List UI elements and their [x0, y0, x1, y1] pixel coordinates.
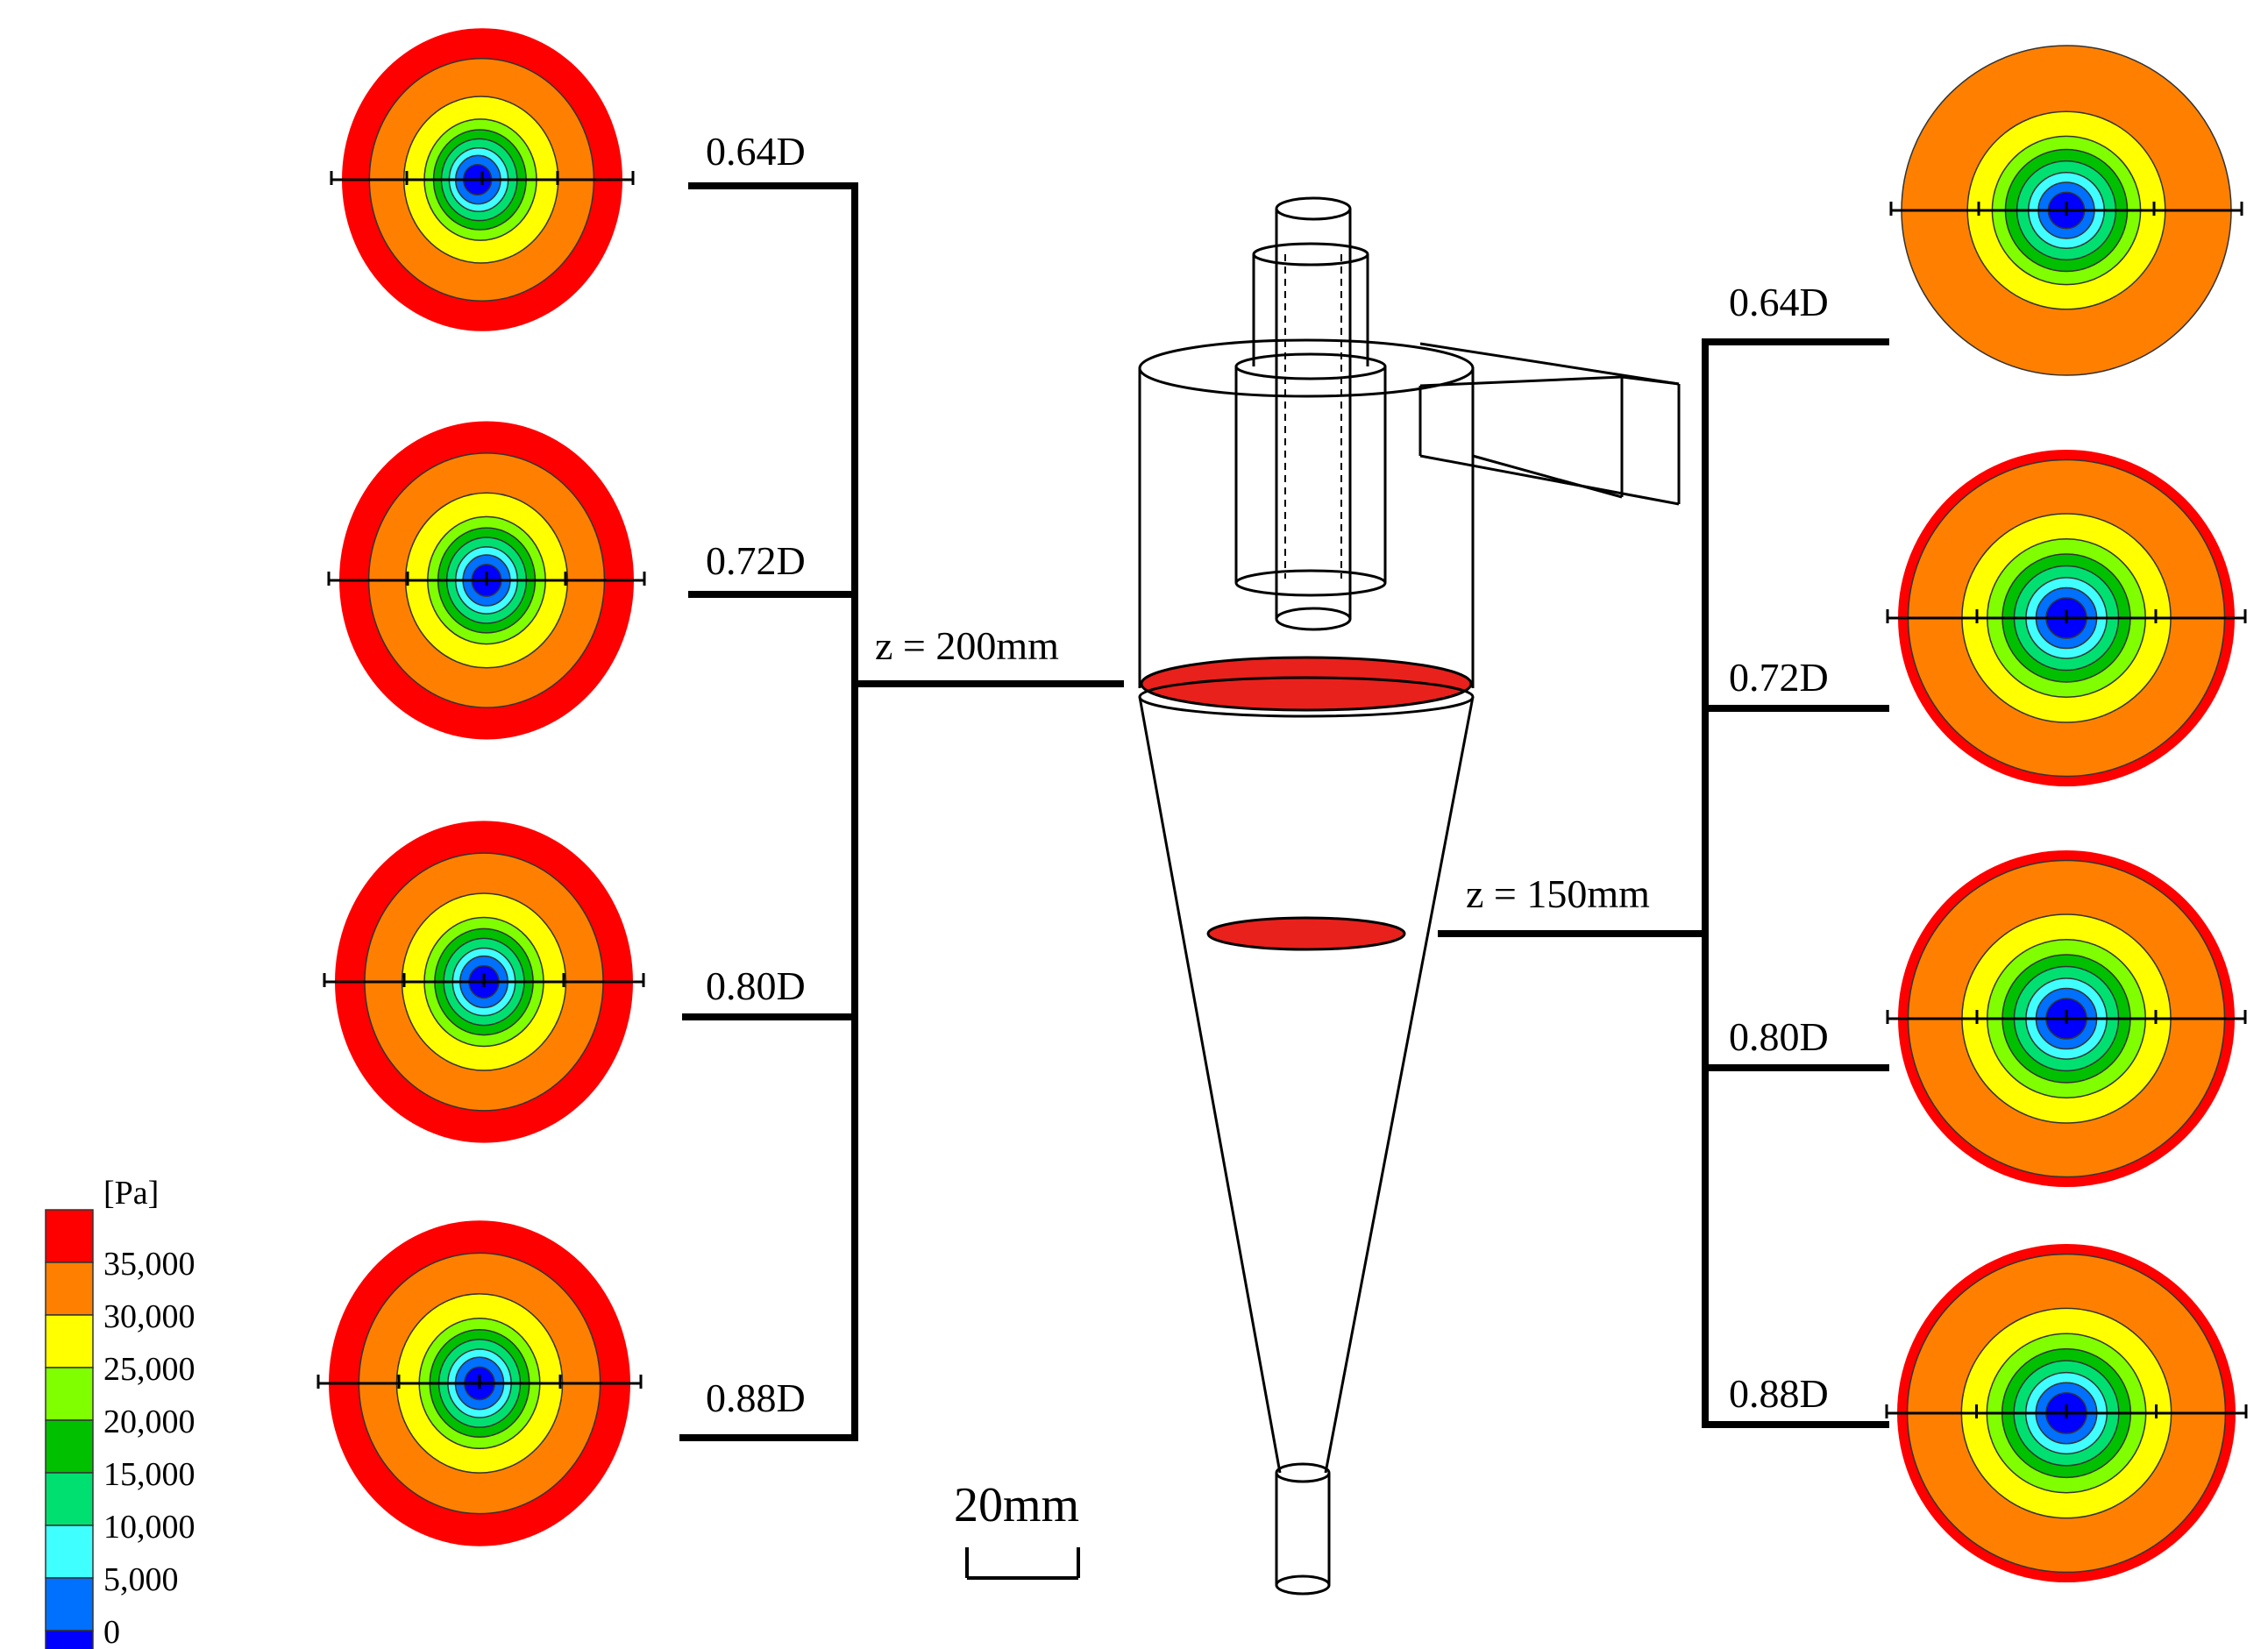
contour-disc-right-0.80D [1886, 850, 2247, 1187]
dust-outlet-pipe [1275, 1462, 1331, 1596]
right-label-0.88D: 0.88D [1729, 1371, 1829, 1416]
right-label-0.80D: 0.80D [1729, 1014, 1829, 1059]
colorbar-tick-labels: 35,000 30,000 25,000 20,000 15,000 10,000 5,00… [103, 1246, 196, 1649]
colorbar-swatch-0 [45, 1209, 94, 1263]
scale-bar-label: 20mm [954, 1478, 1079, 1532]
tangential-inlet-duct [1418, 342, 1681, 506]
section-plane-z200 [1140, 656, 1473, 712]
colorbar-tick-label: 35,000 [103, 1246, 196, 1283]
contour-disc-right-0.88D [1885, 1244, 2248, 1582]
scale-bar [965, 1547, 1080, 1580]
pressure-colorbar [45, 1209, 94, 1649]
colorbar-tick-label: 30,000 [103, 1298, 196, 1335]
section-plane-z200-rim [1138, 676, 1475, 718]
colorbar-swatch-7 [45, 1577, 94, 1631]
contour-disc-right-0.72D [1886, 450, 2247, 786]
contour-disc-left-0.72D [327, 421, 646, 740]
contour-disc-left-0.88D [316, 1220, 643, 1546]
cyclone-geometry [1138, 196, 1681, 1596]
right-bracket [1438, 338, 1889, 1428]
colorbar-unit: [Pa] [103, 1175, 159, 1212]
colorbar-tick-label: 0 [103, 1614, 120, 1649]
right-label-0.72D: 0.72D [1729, 655, 1829, 700]
right-contour-discs [1885, 45, 2248, 1582]
colorbar-swatch-1 [45, 1262, 94, 1316]
right-label-0.64D: 0.64D [1729, 280, 1829, 324]
left-label-0.64D: 0.64D [706, 129, 806, 174]
colorbar-tick-label: 25,000 [103, 1351, 196, 1388]
colorbar-swatch-8 [45, 1630, 94, 1649]
cyclone-top-rim [1138, 338, 1475, 398]
colorbar-swatch-3 [45, 1367, 94, 1421]
section-label-z150: z = 150mm [1466, 871, 1650, 916]
colorbar-tick-label: 10,000 [103, 1509, 196, 1546]
section-label-z200: z = 200mm [875, 623, 1059, 668]
left-bracket [679, 182, 1124, 1441]
colorbar-swatch-5 [45, 1472, 94, 1526]
left-label-0.72D: 0.72D [706, 538, 806, 583]
colorbar-swatch-4 [45, 1419, 94, 1474]
left-label-0.88D: 0.88D [706, 1375, 806, 1420]
colorbar-tick-label: 15,000 [103, 1456, 196, 1493]
colorbar-swatch-2 [45, 1314, 94, 1368]
contour-disc-left-0.80D [323, 821, 645, 1143]
vortex-finder [1234, 196, 1387, 631]
colorbar-swatch-6 [45, 1525, 94, 1579]
contour-disc-left-0.64D [330, 28, 635, 331]
section-plane-z150 [1206, 916, 1406, 951]
colorbar-tick-label: 5,000 [103, 1561, 179, 1598]
colorbar-tick-label: 20,000 [103, 1404, 196, 1440]
left-label-0.80D: 0.80D [706, 963, 806, 1008]
contour-disc-right-0.64D [1889, 45, 2243, 376]
left-contour-discs [316, 28, 646, 1546]
